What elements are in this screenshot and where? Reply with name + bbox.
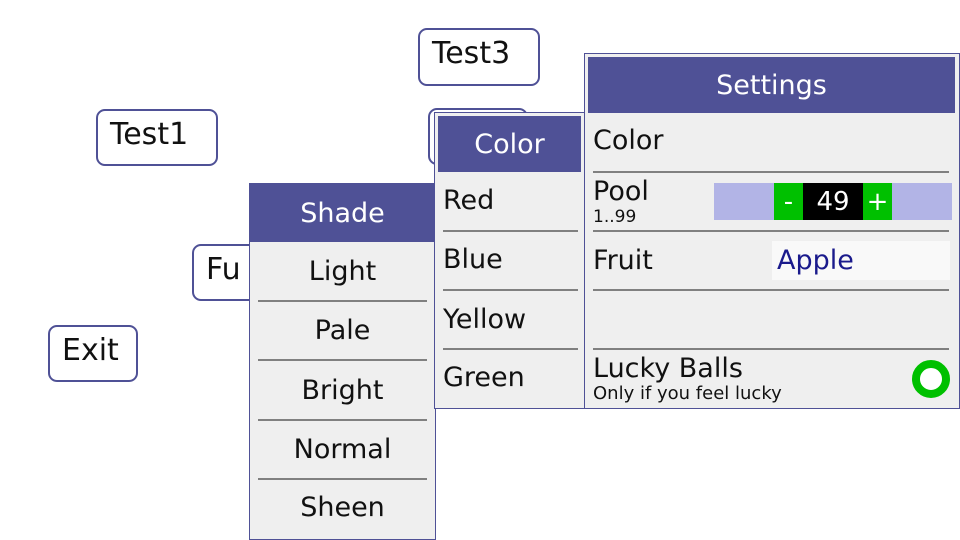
- settings-lucky-row: Lucky Balls Only if you feel lucky: [585, 350, 959, 408]
- divider: [443, 348, 578, 350]
- exit-button-label: Exit: [62, 333, 119, 368]
- shade-menu: Shade Light Pale Bright Normal Sheen: [249, 183, 436, 540]
- divider: [258, 359, 427, 361]
- color-item-label: Green: [443, 362, 525, 393]
- settings-panel: Settings Color Pool 1..99 - 49 + Fruit A…: [584, 53, 960, 409]
- shade-item-label: Normal: [293, 434, 392, 465]
- exit-button[interactable]: Exit: [48, 325, 138, 382]
- pool-stepper: - 49 +: [714, 183, 952, 220]
- pool-label: Pool: [593, 176, 649, 207]
- shade-item-label: Light: [308, 256, 377, 287]
- test1-button-label: Test1: [110, 117, 189, 152]
- divider: [443, 230, 578, 232]
- pool-range: 1..99: [593, 207, 637, 227]
- fruit-label: Fruit: [593, 245, 653, 276]
- lucky-hint: Only if you feel lucky: [593, 383, 782, 404]
- test3-button-label: Test3: [432, 36, 511, 71]
- color-item-yellow[interactable]: Yellow: [435, 291, 586, 350]
- color-item-label: Yellow: [443, 304, 527, 335]
- settings-color-row[interactable]: Color: [585, 113, 959, 172]
- color-item-label: Blue: [443, 244, 503, 275]
- settings-header: Settings: [588, 57, 955, 113]
- shade-item-label: Pale: [314, 315, 371, 346]
- settings-fruit-row: Fruit Apple: [585, 232, 959, 291]
- color-menu-header: Color: [438, 116, 581, 172]
- settings-empty-row: [585, 291, 959, 348]
- color-menu-title: Color: [474, 128, 545, 160]
- divider: [593, 171, 949, 173]
- color-item-green[interactable]: Green: [435, 350, 586, 408]
- minus-icon: -: [783, 186, 794, 217]
- shade-item-normal[interactable]: Normal: [250, 421, 435, 480]
- color-item-red[interactable]: Red: [435, 172, 586, 231]
- divider: [258, 478, 427, 480]
- plus-icon: +: [866, 186, 889, 217]
- divider: [258, 300, 427, 302]
- color-item-label: Red: [443, 185, 495, 216]
- pool-value: 49: [803, 183, 863, 220]
- divider: [593, 348, 949, 350]
- shade-menu-header: Shade: [250, 184, 435, 242]
- fu-button-label: Fu: [206, 252, 241, 287]
- lucky-toggle[interactable]: [912, 360, 950, 398]
- lucky-label: Lucky Balls: [593, 353, 743, 384]
- shade-item-label: Sheen: [300, 492, 385, 523]
- shade-item-label: Bright: [301, 375, 384, 406]
- fruit-field[interactable]: Apple: [772, 241, 950, 280]
- test3-button[interactable]: Test3: [418, 28, 540, 86]
- settings-pool-row: Pool 1..99 - 49 +: [585, 173, 959, 232]
- pool-decrement-button[interactable]: -: [774, 183, 803, 220]
- shade-item-light[interactable]: Light: [250, 242, 435, 301]
- shade-item-pale[interactable]: Pale: [250, 302, 435, 361]
- shade-item-bright[interactable]: Bright: [250, 361, 435, 420]
- divider: [593, 289, 949, 291]
- color-item-blue[interactable]: Blue: [435, 232, 586, 291]
- divider: [443, 289, 578, 291]
- divider: [258, 419, 427, 421]
- pool-value-text: 49: [816, 186, 850, 217]
- settings-color-label: Color: [593, 125, 664, 156]
- color-menu: Color Red Blue Yellow Green: [434, 112, 587, 409]
- shade-item-sheen[interactable]: Sheen: [250, 480, 435, 539]
- settings-title: Settings: [716, 69, 827, 101]
- fruit-value-text: Apple: [777, 245, 854, 276]
- pool-increment-button[interactable]: +: [863, 183, 892, 220]
- test1-button[interactable]: Test1: [96, 109, 218, 166]
- divider: [593, 230, 949, 232]
- shade-menu-title: Shade: [300, 197, 385, 229]
